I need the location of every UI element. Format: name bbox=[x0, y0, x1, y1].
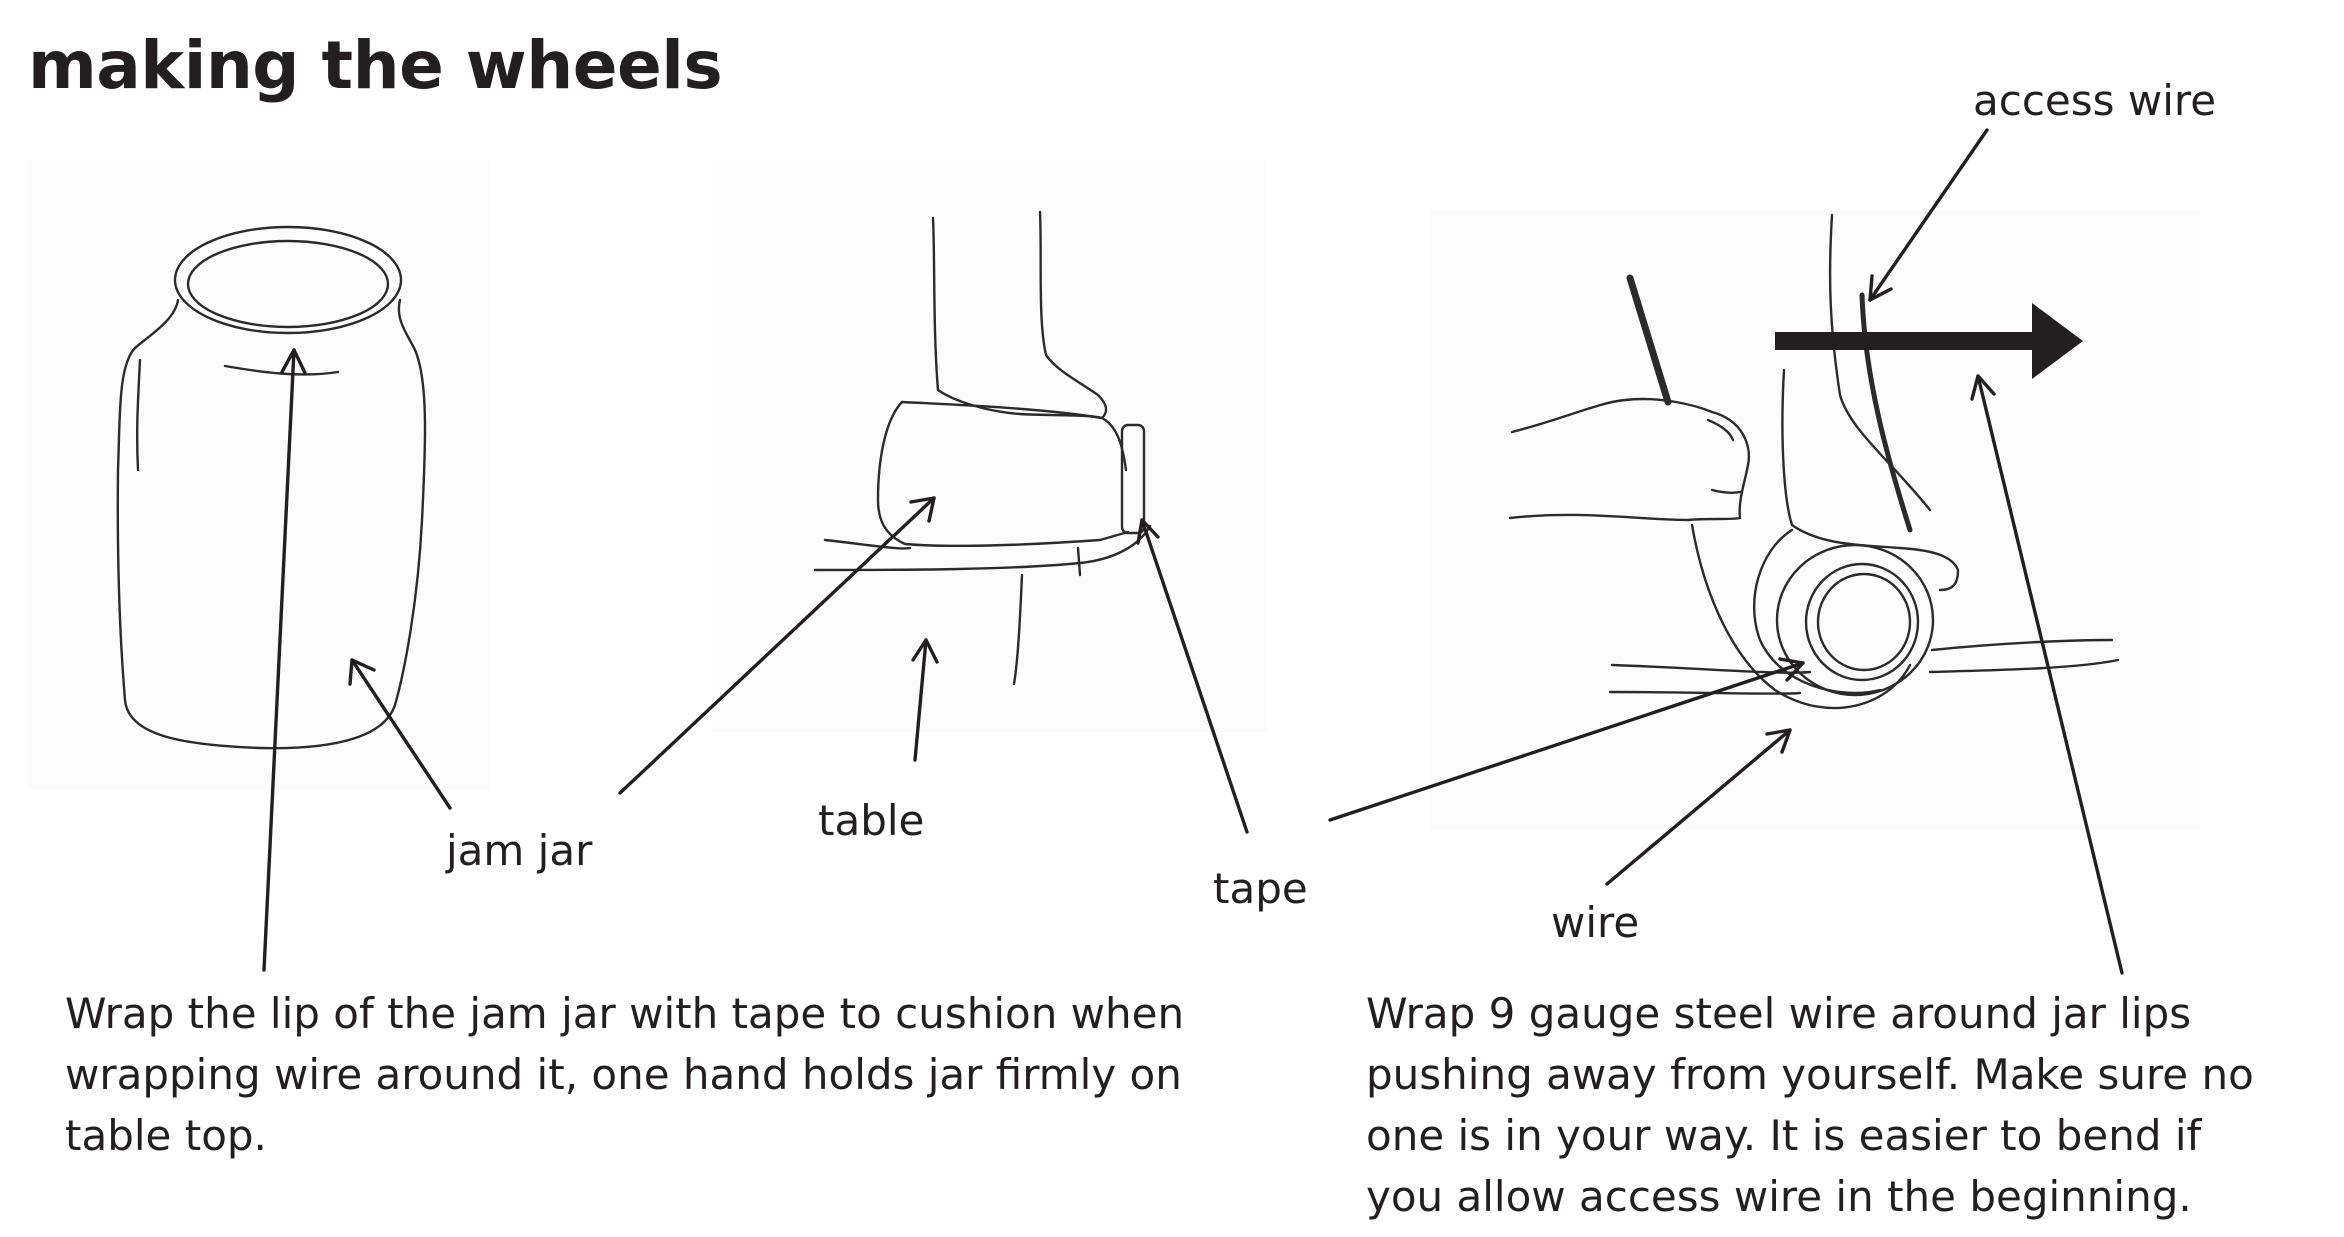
wire-wrap-sketch bbox=[1508, 213, 2120, 710]
page-title: making the wheels bbox=[28, 27, 723, 104]
caption-right: Wrap 9 gauge steel wire around jar lips … bbox=[1366, 989, 2254, 1221]
tape-leader-wheel bbox=[1328, 657, 1805, 822]
wire-sketch-panel bbox=[1430, 210, 2200, 830]
label-jam-jar: jam jar bbox=[446, 826, 593, 875]
access-wire-leader bbox=[1868, 128, 1989, 302]
label-table: table bbox=[818, 796, 925, 845]
direction-leader bbox=[1970, 374, 2124, 975]
tape-jar-sketch bbox=[813, 210, 1152, 686]
label-wire: wire bbox=[1551, 898, 1640, 947]
label-tape: tape bbox=[1213, 864, 1308, 913]
caption-left: Wrap the lip of the jam jar with tape to… bbox=[65, 989, 1185, 1160]
tape-sketch-panel bbox=[712, 160, 1267, 732]
table-leader bbox=[911, 638, 939, 762]
wire-leader bbox=[1605, 728, 1792, 886]
label-access-wire: access wire bbox=[1973, 76, 2217, 125]
lip-leader bbox=[262, 348, 307, 972]
jam-jar-leader bbox=[348, 658, 452, 810]
jam-jar-sketch bbox=[116, 225, 427, 750]
jar-body-leader bbox=[618, 496, 936, 795]
jar-sketch-panel bbox=[28, 160, 490, 790]
tape-leader-jar bbox=[1136, 518, 1249, 834]
right-arrow-icon bbox=[1775, 303, 2083, 379]
